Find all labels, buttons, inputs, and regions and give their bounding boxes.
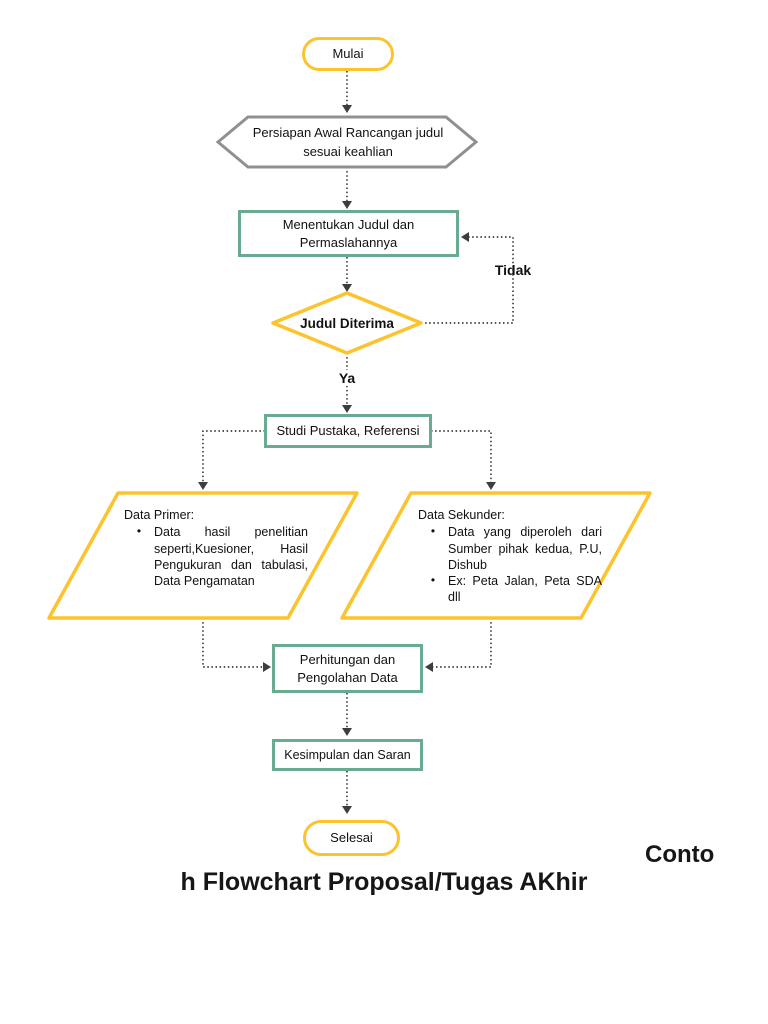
decision-yes-label: Ya xyxy=(330,370,364,386)
end-terminator: Selesai xyxy=(303,820,400,856)
secondary-data-text: Data Sekunder: • Data yang diperoleh dar… xyxy=(418,507,602,606)
arrowhead-down-icon xyxy=(342,201,352,209)
primary-data-bullet-text: Data hasil penelitian seperti,Kuesioner,… xyxy=(154,525,308,588)
start-terminator: Mulai xyxy=(302,37,394,71)
arrowhead-down-icon xyxy=(486,482,496,490)
primary-data-bullet: • Data hasil penelitian seperti,Kuesione… xyxy=(124,524,308,589)
arrowhead-left-icon xyxy=(425,662,433,672)
arrowhead-right-icon xyxy=(263,662,271,672)
arrowhead-down-icon xyxy=(198,482,208,490)
literature-box: Studi Pustaka, Referensi xyxy=(264,414,432,448)
connector-primary-to-processing xyxy=(202,618,263,668)
arrowhead-down-icon xyxy=(342,105,352,113)
connector-literature-to-secondary xyxy=(431,430,492,482)
conclusion-label: Kesimpulan dan Saran xyxy=(284,747,411,762)
caption-line2: h Flowchart Proposal/Tugas AKhir xyxy=(180,868,588,896)
connector-literature-to-primary xyxy=(202,430,265,482)
bullet-icon: • xyxy=(136,524,142,539)
decision-text: Judul Diterima xyxy=(300,316,394,331)
bullet-icon: • xyxy=(430,524,436,539)
caption-line1: Conto xyxy=(645,841,715,868)
end-label: Selesai xyxy=(330,830,373,846)
arrowhead-left-icon xyxy=(461,232,469,242)
secondary-data-bullet: • Ex: Peta Jalan, Peta SDA dll xyxy=(418,573,602,606)
preparation-line1: Persiapan Awal Rancangan judul xyxy=(252,125,444,140)
bullet-icon: • xyxy=(430,573,436,587)
primary-data-title: Data Primer: xyxy=(124,508,195,522)
determine-title-line1: Menentukan Judul dan xyxy=(282,216,415,232)
determine-title-line2: Permaslahannya xyxy=(299,234,398,250)
arrowhead-down-icon xyxy=(342,728,352,736)
primary-data-text: Data Primer: • Data hasil penelitian sep… xyxy=(124,507,308,589)
arrowhead-down-icon xyxy=(342,806,352,814)
conclusion-box: Kesimpulan dan Saran xyxy=(272,739,423,771)
arrowhead-down-icon xyxy=(342,284,352,292)
secondary-data-parallelogram-shape xyxy=(340,491,652,620)
arrowhead-down-icon xyxy=(342,405,352,413)
decision-diamond-shape xyxy=(271,291,423,355)
connector-decision-no-feedback xyxy=(421,236,514,324)
processing-box: Perhitungan dan Pengolahan Data xyxy=(272,644,423,693)
decision-no-label: Tidak xyxy=(494,262,532,278)
preparation-line2: sesuai keahlian xyxy=(303,143,393,159)
preparation-hexagon-shape xyxy=(215,115,479,169)
start-label: Mulai xyxy=(332,46,364,62)
processing-line1: Perhitungan dan xyxy=(299,651,396,667)
determine-title-box: Menentukan Judul dan Permaslahannya xyxy=(238,210,459,257)
secondary-data-title: Data Sekunder: xyxy=(418,508,505,522)
processing-line2: Pengolahan Data xyxy=(297,669,398,685)
primary-data-parallelogram-shape xyxy=(47,491,359,620)
secondary-data-bullet-text: Data yang diperoleh dari Sumber pihak ke… xyxy=(448,525,602,572)
preparation-text: Persiapan Awal Rancangan judul sesuai ke… xyxy=(230,124,466,162)
literature-label: Studi Pustaka, Referensi xyxy=(276,423,420,439)
secondary-data-bullet-text: Ex: Peta Jalan, Peta SDA dll xyxy=(448,574,602,605)
connector-secondary-to-processing xyxy=(433,618,492,668)
secondary-data-bullet: • Data yang diperoleh dari Sumber pihak … xyxy=(418,524,602,573)
